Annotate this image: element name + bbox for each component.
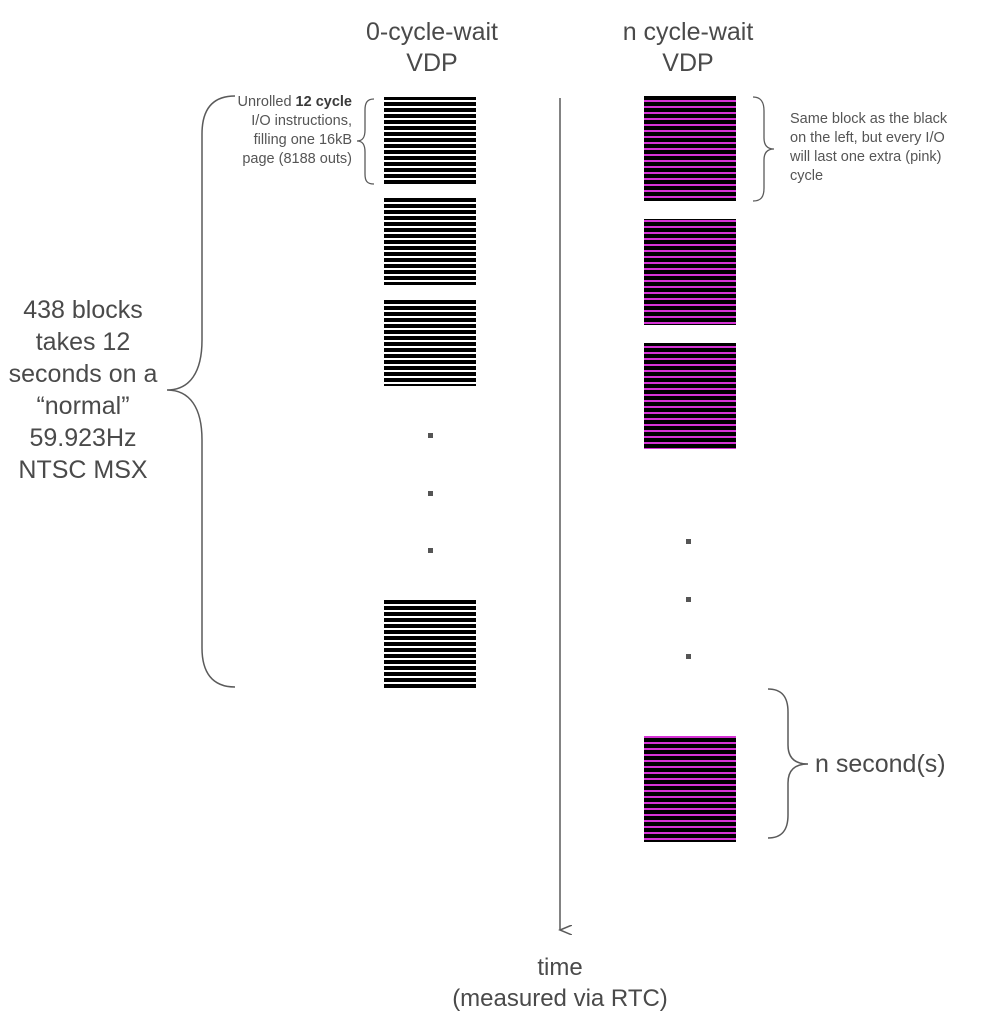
right-block-1 bbox=[644, 96, 736, 201]
blocks-summary-label: 438 blocks takes 12 seconds on a “normal… bbox=[8, 296, 158, 484]
small-left-brace bbox=[356, 98, 375, 185]
left-title-line2: VDP bbox=[406, 49, 458, 77]
left-ellipsis-dot bbox=[428, 491, 433, 496]
right-ellipsis-dot bbox=[686, 597, 691, 602]
big-left-brace bbox=[166, 95, 236, 688]
left-note-pre: Unrolled bbox=[237, 94, 296, 110]
time-axis-label: time (measured via RTC) bbox=[420, 952, 700, 1014]
time-label-line2: (measured via RTC) bbox=[452, 985, 668, 1012]
left-block-last bbox=[384, 600, 476, 688]
right-block-note: Same block as the black on the left, but… bbox=[790, 111, 948, 184]
right-block-3 bbox=[644, 343, 736, 449]
n-seconds-brace bbox=[767, 688, 809, 839]
right-title-line1: n cycle-wait bbox=[622, 18, 754, 46]
left-block-3 bbox=[384, 298, 476, 386]
left-title-line1: 0-cycle-wait bbox=[366, 18, 498, 46]
left-block-1 bbox=[384, 97, 476, 185]
right-ellipsis-dot bbox=[686, 654, 691, 659]
right-ellipsis-dot bbox=[686, 539, 691, 544]
left-note-bold: 12 cycle bbox=[295, 94, 352, 110]
left-column-title: 0-cycle-wait VDP bbox=[332, 17, 532, 79]
left-block-2 bbox=[384, 197, 476, 285]
right-title-line2: VDP bbox=[662, 49, 714, 77]
right-column-title: n cycle-wait VDP bbox=[588, 17, 788, 79]
left-note-post: I/O instructions, filling one 16kB page … bbox=[242, 113, 352, 167]
left-ellipsis-dot bbox=[428, 433, 433, 438]
left-ellipsis-dot bbox=[428, 548, 433, 553]
right-block-2 bbox=[644, 219, 736, 325]
n-seconds-label: n second(s) bbox=[815, 750, 946, 778]
left-block-note: Unrolled 12 cycle I/O instructions, fill… bbox=[222, 93, 352, 169]
time-label-line1: time bbox=[537, 954, 583, 981]
small-right-brace bbox=[752, 96, 775, 202]
right-block-last bbox=[644, 736, 736, 842]
